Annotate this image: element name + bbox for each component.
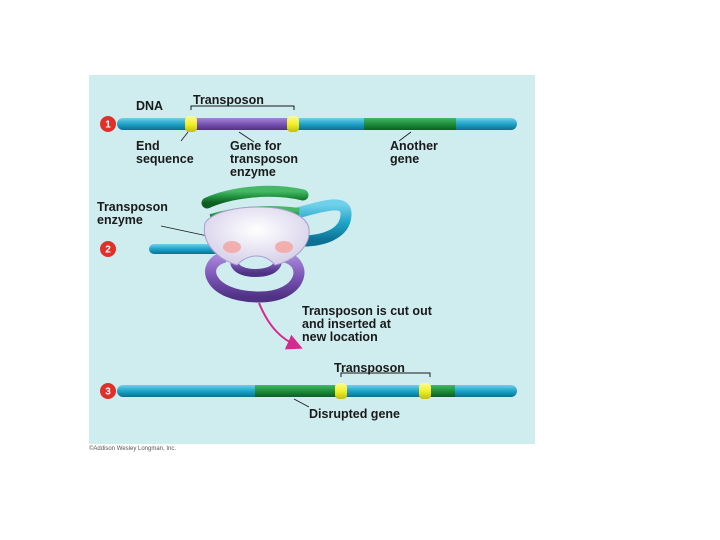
step-1-number: 1 <box>105 120 111 131</box>
cut-out-label-line3: new location <box>302 330 378 344</box>
step-1-marker: 1 <box>100 116 116 132</box>
inserted-transposon-segment <box>341 385 423 397</box>
step-2-dna-loop <box>149 185 352 303</box>
end-sequence-label-line2: sequence <box>136 152 194 166</box>
transposon-gene-segment <box>191 118 291 130</box>
transposon-bracket-bottom <box>340 372 431 377</box>
inserted-end-right <box>419 383 431 399</box>
transposon-label-bottom: Transposon <box>334 361 405 375</box>
inserted-end-left <box>335 383 347 399</box>
step-1-dna-strand <box>117 116 517 132</box>
transposon-enzyme-label-line1: Transposon <box>97 200 168 214</box>
step-2-number: 2 <box>105 245 111 256</box>
transposon-label-top: Transposon <box>193 93 264 107</box>
disrupted-gene-pointer <box>293 398 310 408</box>
transposon-figure: 1 DNA Transposon End sequence Gene for t… <box>89 75 535 444</box>
transposon-enzyme-shape <box>203 206 310 266</box>
movement-arrow <box>258 302 303 350</box>
another-gene-segment <box>364 118 456 130</box>
end-sequence-right <box>287 116 299 132</box>
another-gene-label-line2: gene <box>390 152 419 166</box>
step-3-dna-strand <box>117 383 517 399</box>
gene-for-enzyme-label-line3: enzyme <box>230 165 276 179</box>
disrupted-gene-label: Disrupted gene <box>309 407 400 421</box>
dna-label: DNA <box>136 99 163 113</box>
copyright-credit: ©Addison Wesley Longman, Inc. <box>89 446 177 452</box>
transposon-enzyme-label-line2: enzyme <box>97 213 143 227</box>
end-sequence-left <box>185 116 197 132</box>
step-3-number: 3 <box>105 387 111 398</box>
gene-for-enzyme-label-line2: transposon <box>230 152 298 166</box>
another-gene-pointer <box>398 131 412 142</box>
gene-for-enzyme-label-line1: Gene for <box>230 139 282 153</box>
step-3-marker: 3 <box>100 383 116 399</box>
transposon-bracket-top <box>190 105 295 110</box>
another-gene-label-line1: Another <box>390 139 438 153</box>
end-sequence-pointer <box>180 131 189 142</box>
step-2-marker: 2 <box>100 241 116 257</box>
cut-out-label-line1: Transposon is cut out <box>302 304 433 318</box>
gene-pointer <box>238 131 255 143</box>
end-sequence-label-line1: End <box>136 139 160 153</box>
cut-out-label-line2: and inserted at <box>302 317 392 331</box>
diagram-canvas: 1 DNA Transposon End sequence Gene for t… <box>97 93 517 421</box>
